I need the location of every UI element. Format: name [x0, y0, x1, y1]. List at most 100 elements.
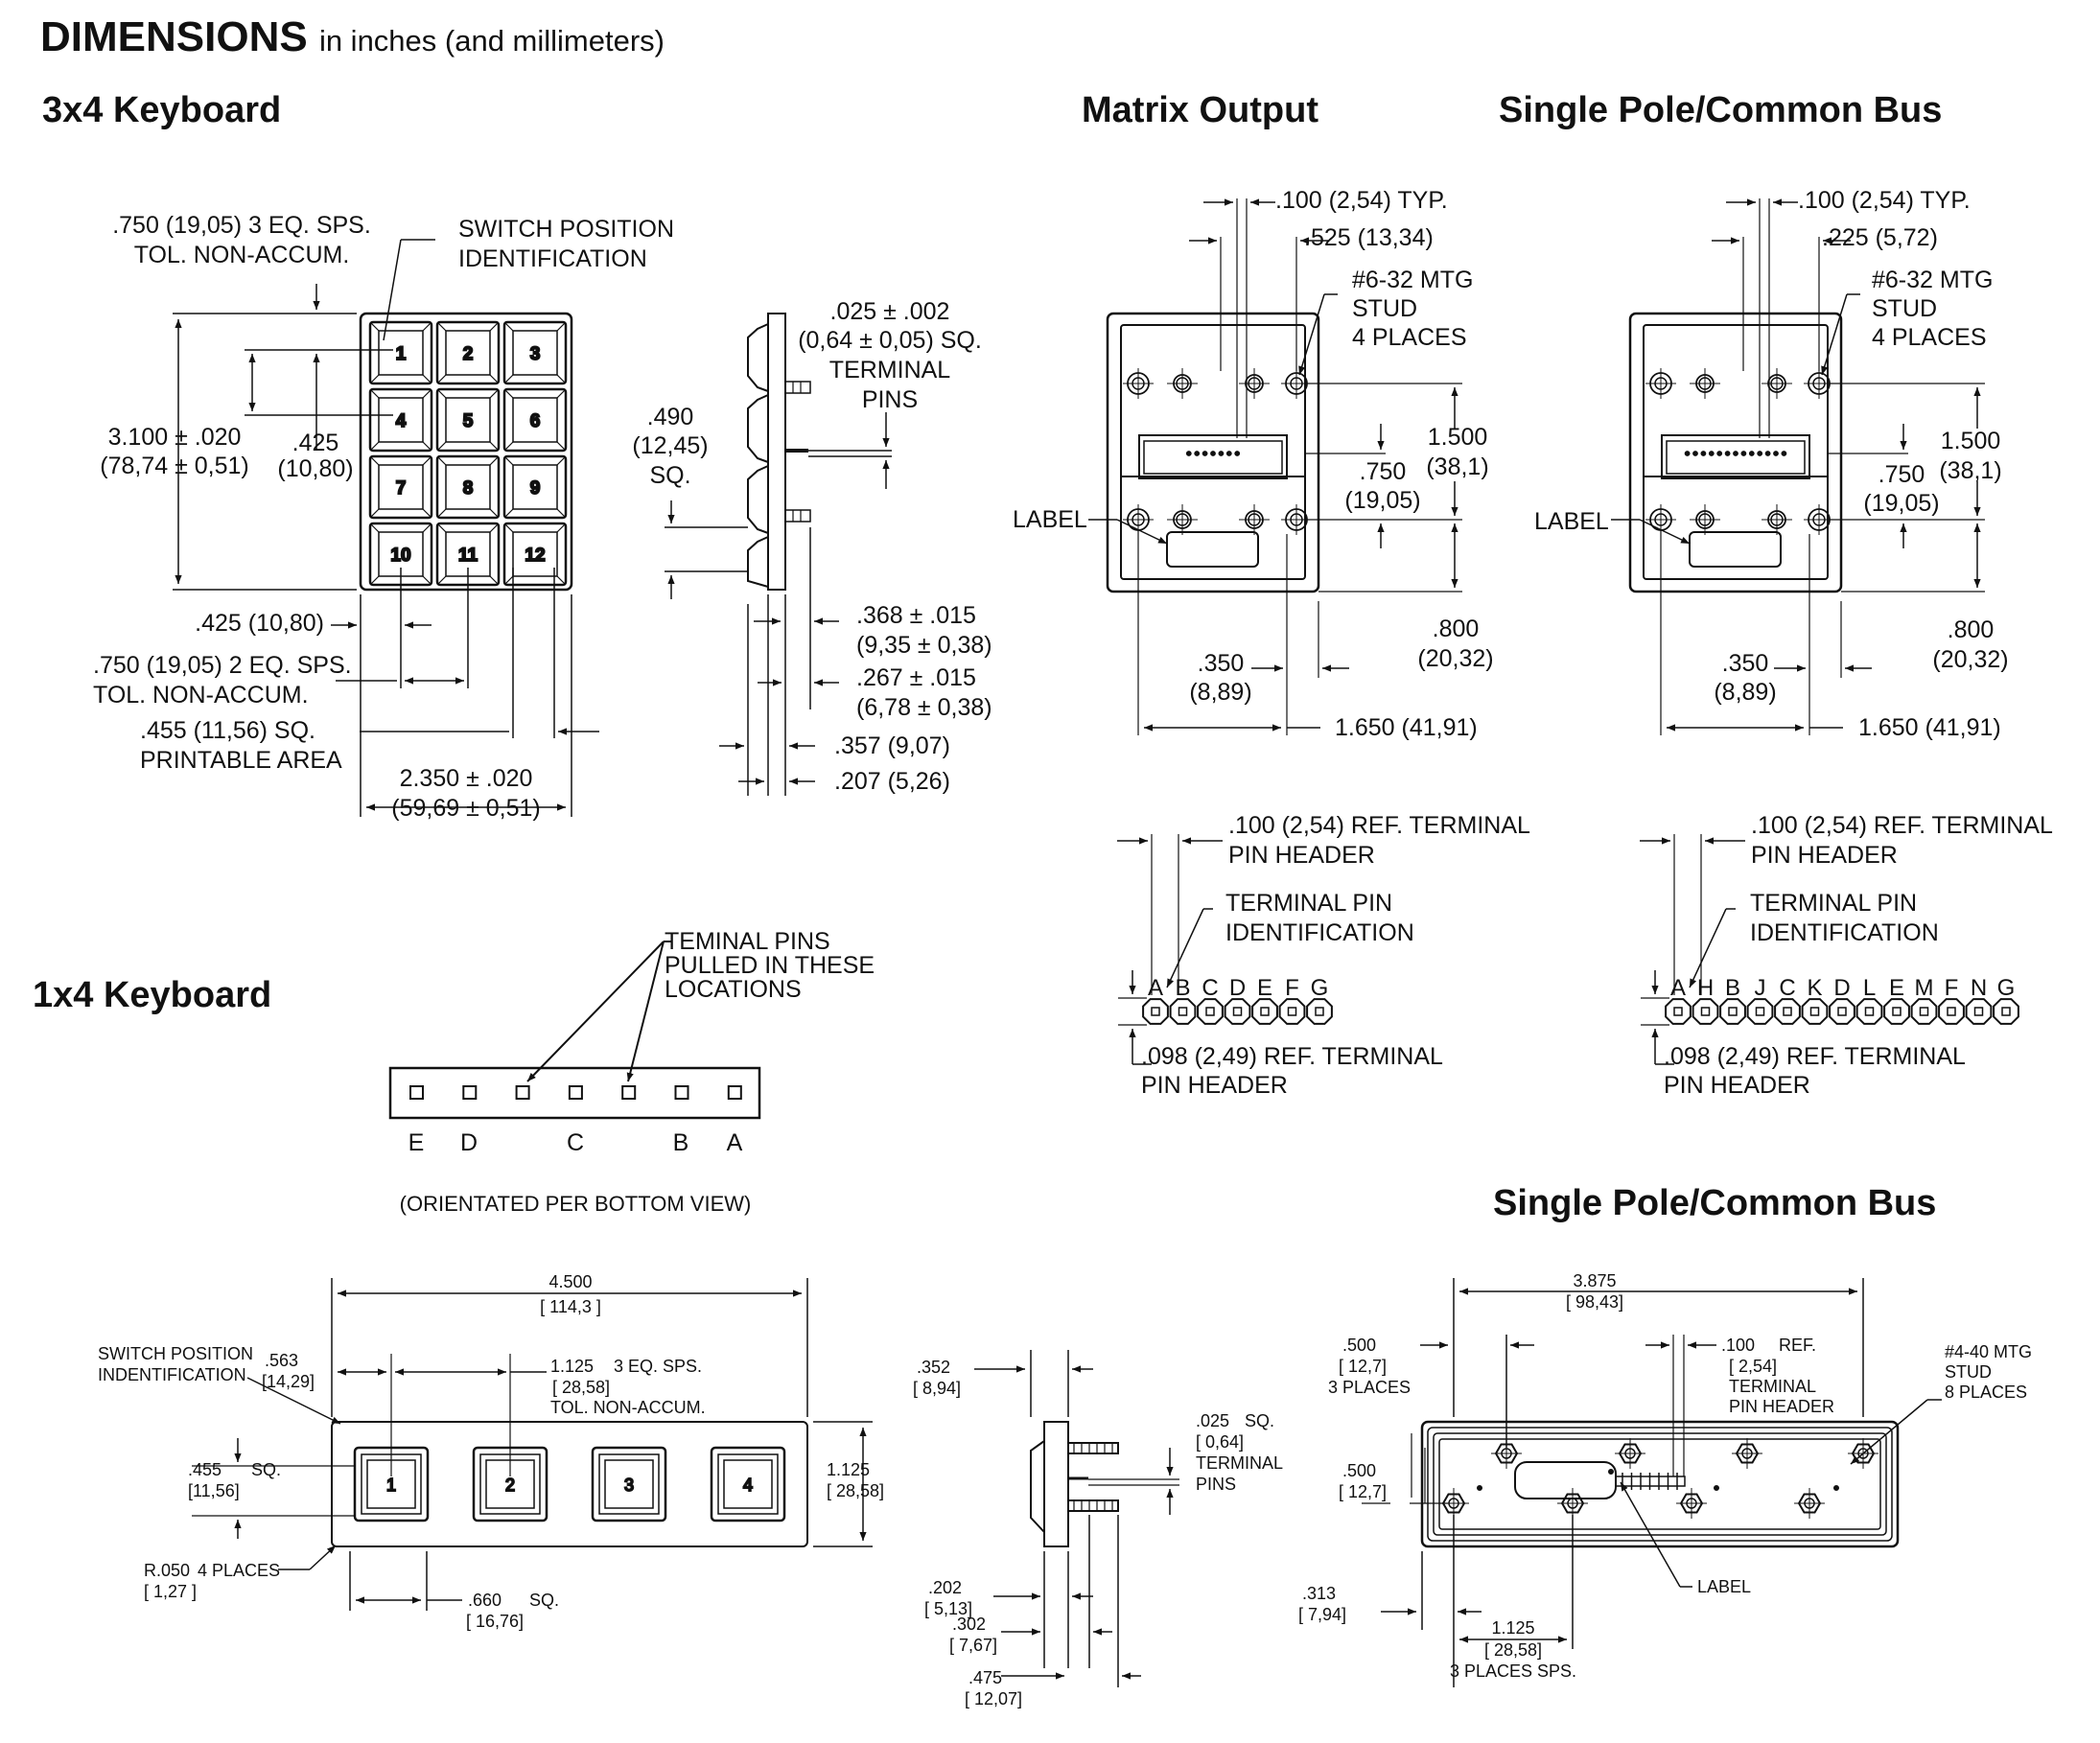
header-pin: J	[1746, 975, 1774, 1025]
kb14-d563-mm: [14,29]	[262, 1372, 315, 1391]
header-pin-letter: N	[1971, 975, 1987, 1001]
kb14-key: 3	[591, 1446, 667, 1522]
header-pin: C	[1774, 975, 1801, 1025]
matrix-d350-mm: (8,89)	[1189, 679, 1251, 706]
page-title: DIMENSIONS in inches (and millimeters)	[40, 13, 665, 61]
kb34-spacing-tol: TOL. NON-ACCUM.	[134, 242, 350, 268]
spcb-ref098-2: PIN HEADER	[1664, 1072, 1810, 1099]
spcb2-d1125-in: 1.125	[1491, 1618, 1534, 1638]
matrix-d1650: 1.650 (41,91)	[1335, 714, 1478, 741]
heading-spcb: Single Pole/Common Bus	[1499, 90, 1943, 130]
kb34-side-d1-in: .368 ± .015	[856, 602, 976, 629]
header-pin: L	[1855, 975, 1883, 1025]
spcb2-rear-view	[1362, 1278, 1942, 1687]
kb14-radius-places: 4 PLACES	[198, 1561, 280, 1580]
spcb-d225: .225 (5,72)	[1822, 224, 1938, 251]
kb34-key: 4	[368, 387, 433, 453]
strip-pin	[409, 1085, 424, 1100]
kb14-height-in: 1.125	[827, 1460, 870, 1479]
kb34-key: 12	[502, 522, 568, 587]
kb14-note-3: LOCATIONS	[665, 976, 802, 1003]
kb14-spacing-in: 1.125	[550, 1357, 594, 1376]
header-pin-letter: K	[1807, 975, 1822, 1001]
kb14-side-475-in: .475	[968, 1668, 1002, 1687]
kb34-spacing2-2: TOL. NON-ACCUM.	[93, 682, 309, 709]
spcb-d800-mm: (20,32)	[1932, 646, 2008, 673]
matrix-typ: .100 (2,54) TYP.	[1275, 187, 1448, 214]
matrix-d750-mm: (19,05)	[1344, 487, 1420, 514]
kb34-key: 6	[502, 387, 568, 453]
kb34-width-mm: (59,69 ± 0,51)	[391, 795, 540, 822]
header-pin: K	[1801, 975, 1829, 1025]
kb14-bottom-labels: TEMINAL PINS PULLED IN THESE LOCATIONS (…	[400, 928, 875, 1216]
spcb-pin-id-1: TERMINAL PIN	[1750, 890, 1917, 917]
kb34-spacing2-1: .750 (19,05) 2 EQ. SPS.	[93, 652, 352, 679]
spcb2-d1125-mm: [ 28,58]	[1484, 1640, 1542, 1660]
spcb2-ref-ref: REF.	[1779, 1336, 1816, 1355]
mark-dot	[1833, 1485, 1839, 1491]
header-pin-letter: D	[1229, 975, 1246, 1001]
header-pin: G	[1306, 975, 1333, 1025]
strip-pin	[568, 1085, 583, 1100]
strip-pin	[462, 1085, 478, 1100]
kb14-key: 4	[710, 1446, 786, 1522]
spcb-ref098-1: .098 (2,49) REF. TERMINAL	[1664, 1043, 1966, 1070]
mark-dot	[1477, 1485, 1482, 1491]
header-pin-letter: M	[1915, 975, 1934, 1001]
kb34-left-offset: .425 (10,80)	[195, 610, 324, 637]
header-pin-letter: G	[1311, 975, 1329, 1001]
kb14-side-pins-mm: [ 0,64]	[1196, 1432, 1244, 1452]
strip-pin	[727, 1085, 742, 1100]
header-pin: M	[1910, 975, 1938, 1025]
kb34-key-label: 4	[396, 411, 407, 431]
kb14-radius-mm: [ 1,27 ]	[144, 1582, 197, 1601]
kb14-height-mm: [ 28,58]	[827, 1481, 884, 1500]
header-pin-letter: C	[1202, 975, 1218, 1001]
kb34-key-label: 10	[390, 546, 410, 566]
header-pin-letter: F	[1285, 975, 1299, 1001]
kb14-side-labels: .352 [ 8,94] .025 SQ. [ 0,64] TERMINAL P…	[913, 1358, 1283, 1708]
matrix-labels: .100 (2,54) TYP. .525 (13,34) #6-32 MTG …	[1013, 187, 1530, 1099]
title-main: DIMENSIONS	[40, 13, 308, 60]
header-pin: N	[1965, 975, 1993, 1025]
kb34-key-label: 11	[458, 546, 478, 566]
spcb2-ref-term: TERMINAL	[1729, 1377, 1816, 1396]
header-pin-letter: D	[1833, 975, 1850, 1001]
kb34-pitch-in: .425	[292, 430, 339, 456]
header-pin: B	[1719, 975, 1746, 1025]
kb34-side-d3: .357 (9,07)	[834, 732, 950, 759]
kb34-side-pins-2: (0,64 ± 0,05) SQ.	[798, 327, 982, 354]
spcb-ref-header-1: .100 (2,54) REF. TERMINAL	[1751, 812, 2053, 839]
strip-pin-letter: B	[673, 1129, 689, 1156]
kb34-key-label: 9	[530, 478, 541, 499]
spcb-stud-1: #6-32 MTG	[1872, 267, 1993, 293]
spcb-typ: .100 (2,54) TYP.	[1798, 187, 1971, 214]
kb14-spacing-eq: 3 EQ. SPS.	[614, 1357, 702, 1376]
matrix-label-text: LABEL	[1013, 506, 1087, 533]
matrix-stud-2: STUD	[1352, 295, 1417, 322]
header-pin-letter: B	[1175, 975, 1190, 1001]
kb34-printable-2: PRINTABLE AREA	[140, 747, 342, 774]
kb34-printable-1: .455 (11,56) SQ.	[140, 717, 315, 744]
kb14-side-202-in: .202	[928, 1578, 962, 1597]
strip-pin-letter: A	[727, 1129, 743, 1156]
strip-pin	[674, 1085, 689, 1100]
kb14-side-pins-sq: SQ.	[1245, 1411, 1274, 1430]
kb34-key: 8	[435, 454, 501, 520]
kb14-side-352-in: .352	[917, 1358, 950, 1377]
spcb-d350-in: .350	[1722, 650, 1769, 677]
matrix-ref-header-2: PIN HEADER	[1228, 842, 1375, 869]
header-pin: B	[1169, 975, 1197, 1025]
matrix-ref-header-1: .100 (2,54) REF. TERMINAL	[1228, 812, 1530, 839]
header-pin: H	[1692, 975, 1719, 1025]
heading-3x4: 3x4 Keyboard	[42, 90, 282, 130]
kb34-key-label: 5	[463, 411, 474, 431]
spcb2-ref-in: .100	[1721, 1336, 1755, 1355]
kb34-key-label: 7	[396, 478, 407, 499]
header-pin: A	[1142, 975, 1169, 1025]
spcb2-d313-mm: [ 7,94]	[1298, 1605, 1346, 1624]
spcb-d1500-mm: (38,1)	[1939, 457, 2001, 484]
